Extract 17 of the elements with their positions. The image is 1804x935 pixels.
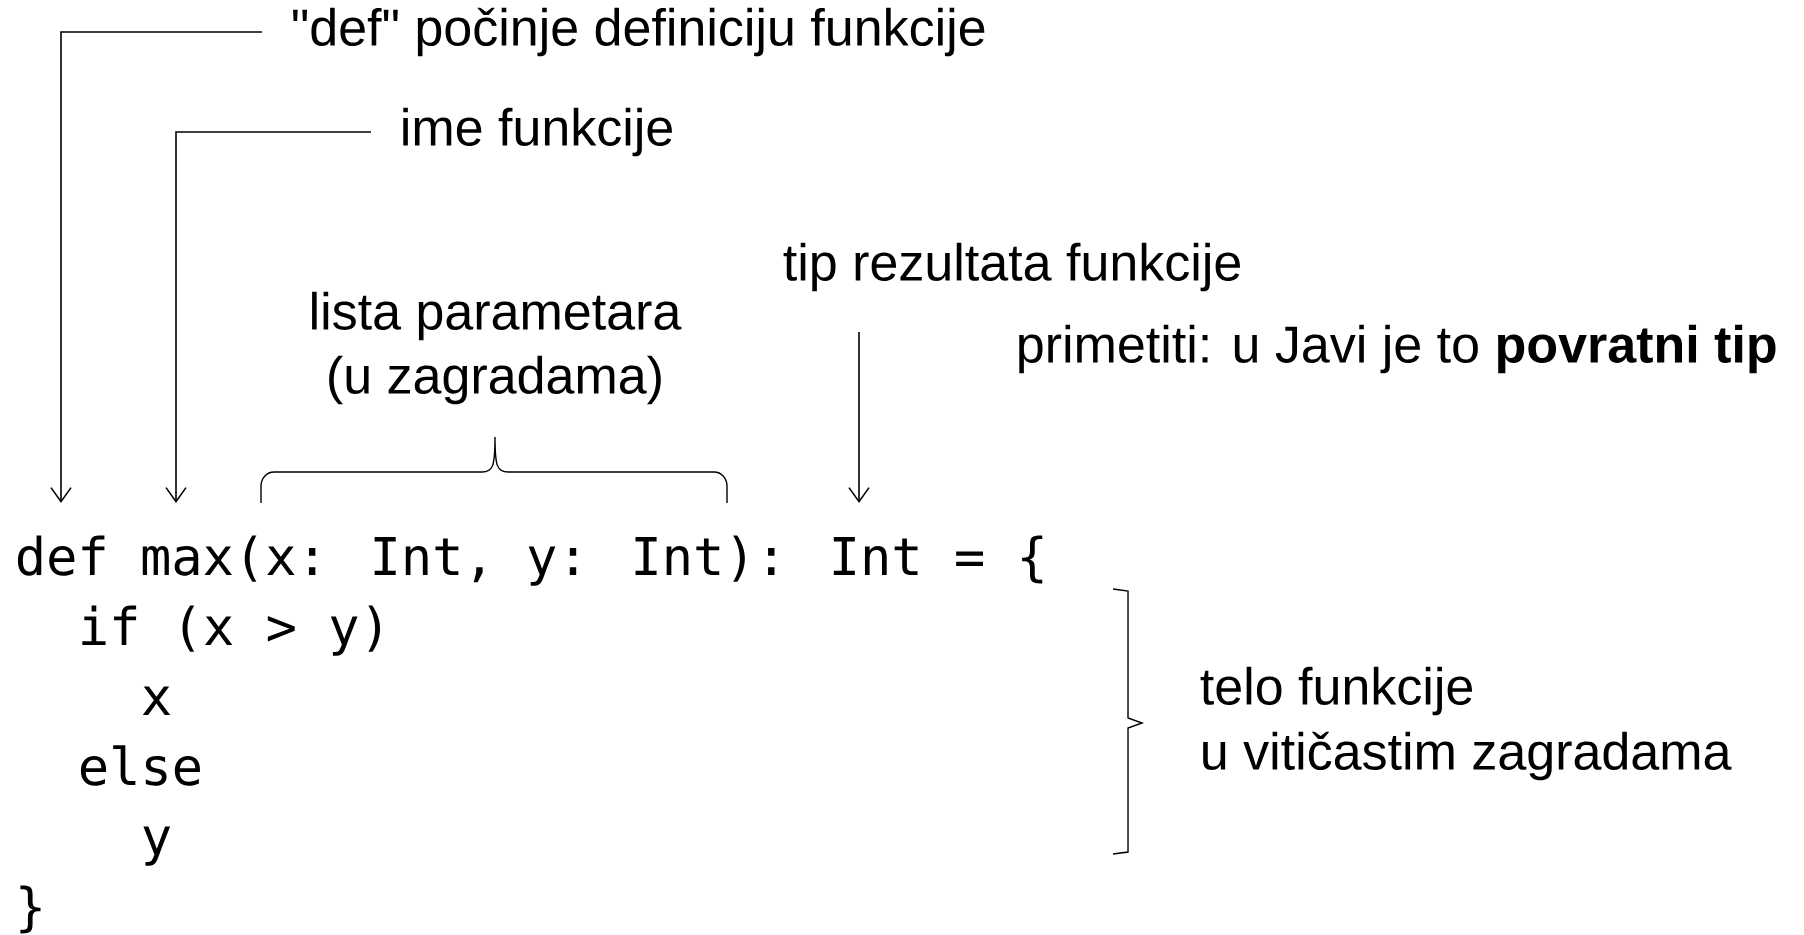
leader-line — [165, 131, 372, 503]
note-text: primetiti: u Javi je to povratni tip — [1019, 324, 1776, 374]
leader-line — [50, 31, 263, 503]
lista-label: lista parametara — [312, 291, 682, 341]
code-line: x — [142, 686, 171, 715]
annotation-text: tip rezultata funkcije — [783, 242, 1240, 292]
body-label: telo funkcije — [1200, 666, 1472, 716]
leader-line — [848, 331, 870, 503]
code-line: else — [80, 745, 200, 786]
code-line: def max(x: Int, y: Int): Int = { — [17, 535, 1043, 586]
annotation-text: ime funkcije — [403, 107, 672, 157]
body-label: u vitičastim zagradama — [1203, 731, 1732, 781]
code-line: } — [20, 885, 41, 934]
code-line: if (x > y) — [82, 605, 381, 656]
lista-label: (u zagradama) — [329, 355, 661, 405]
annotation-text: "def" počinje definiciju funkcije — [293, 7, 985, 57]
code-line: y — [143, 826, 171, 866]
